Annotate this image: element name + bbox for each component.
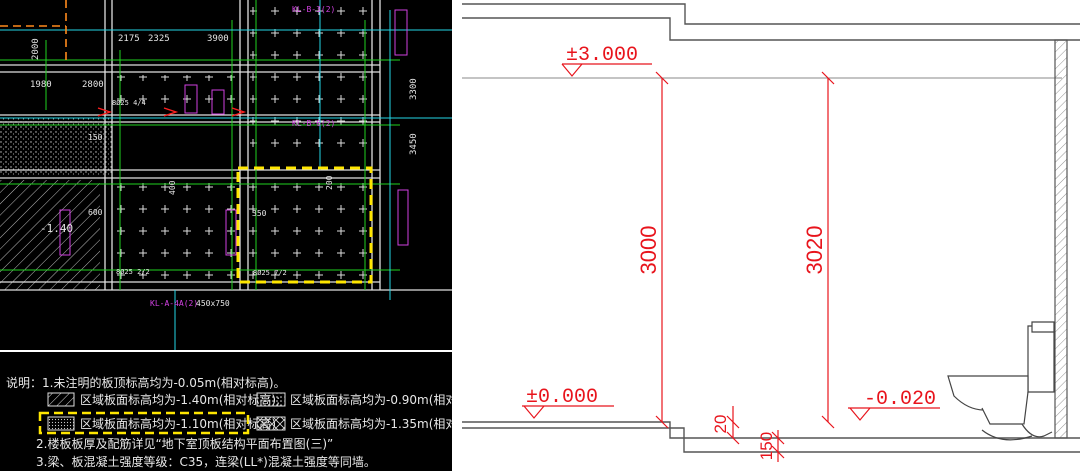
highlight-box — [236, 166, 373, 284]
legend-swatch-fine — [47, 416, 75, 431]
region-elevation: -1.40 — [40, 222, 73, 235]
rebar-tag: 8Ø25 7/2 — [253, 269, 287, 277]
magenta-mark — [394, 9, 408, 56]
slab-dim: 200 — [325, 175, 334, 190]
elev-top-triangle — [561, 63, 583, 77]
dimension-tick — [821, 415, 835, 429]
legend-swatch-cross — [256, 416, 286, 431]
elev-toilet-triangle — [849, 407, 871, 421]
legend-text-3: 区域板面标高均为-1.10m(相对标高) — [80, 416, 276, 431]
dimension-tick — [655, 415, 669, 429]
dimension-20: 20 — [711, 415, 730, 434]
beam-size: 450x750 — [196, 299, 230, 308]
section-drawing: ±3.000 ±0.000 -0.020 3000 3020 20 150 — [462, 0, 1080, 471]
legend-text-4: 区域板面标高均为-1.35m(相对标高). — [290, 416, 452, 431]
slab-dim: 400 — [168, 180, 177, 195]
slab-dim: 350 — [252, 209, 267, 218]
dimension-tick — [821, 71, 835, 85]
dimension-tick — [726, 415, 740, 429]
elev-floor-triangle — [523, 405, 545, 419]
toilet-icon — [947, 321, 1055, 441]
slab-area — [110, 170, 240, 280]
rebar-tag: 8Ø25 2/2 — [116, 268, 150, 276]
dim-label: 3300 — [409, 78, 419, 100]
slab-dim: 600 — [88, 208, 103, 217]
legend-text-2: 区域板面标高均为-0.90m(相对标高); — [290, 392, 452, 407]
floor-slab-bottom — [462, 427, 1080, 453]
dotted-region — [0, 118, 112, 176]
dim-label: 2175 — [118, 34, 140, 44]
notes-panel: 说明：1.未注明的板顶标高均为-0.05m(相对标高)。 区域板面标高均为-1.… — [0, 352, 452, 471]
note-line-1: 说明：1.未注明的板顶标高均为-0.05m(相对标高)。 — [6, 375, 286, 390]
beam-label: KL-B-3(2) — [292, 5, 335, 14]
slab-area — [110, 75, 240, 115]
top-slab — [462, 3, 1080, 25]
magenta-mark — [184, 84, 198, 114]
magenta-mark — [211, 89, 225, 115]
dim-label: 3900 — [207, 34, 229, 44]
dim-label: 2800 — [82, 80, 104, 90]
dim-label: 2000 — [31, 38, 41, 60]
elevation-top: ±3.000 — [566, 44, 638, 67]
top-slab-bottom — [462, 17, 1080, 41]
dim-label: 2325 — [148, 34, 170, 44]
slab-area — [250, 0, 380, 160]
dimension-3000: 3000 — [636, 226, 661, 275]
slab-area — [240, 170, 370, 280]
dimension-tick — [771, 431, 785, 445]
red-marker — [163, 107, 179, 117]
red-marker — [97, 107, 113, 117]
dimension-3020: 3020 — [802, 226, 827, 275]
red-marker — [231, 107, 247, 117]
elevation-toilet: -0.020 — [864, 388, 936, 411]
beam-label: KL-B-6(2) — [292, 119, 335, 128]
legend-swatch-dots — [256, 392, 286, 407]
dim-label: 1980 — [30, 80, 52, 90]
magenta-mark — [59, 209, 71, 256]
right-wall — [1054, 39, 1068, 439]
dimension-tick — [726, 431, 740, 445]
elevation-floor: ±0.000 — [526, 386, 598, 409]
slab-dim: 150 — [88, 133, 103, 142]
note-line-3: 3.梁、板混凝土强度等级：C35，连梁(LL*)混凝土强度等同墙。 — [36, 454, 376, 469]
legend-highlight-box — [38, 411, 250, 435]
dimension-tick — [771, 445, 785, 459]
floor-slab-top — [462, 421, 1080, 439]
magenta-mark — [397, 189, 409, 246]
dimension-tick — [655, 71, 669, 85]
structural-plan: 2175 2325 2800 3900 3300 3450 1980 2000 … — [0, 0, 452, 350]
annotation-block — [150, 312, 190, 342]
hatched-region — [0, 180, 100, 290]
dimension-150: 150 — [757, 432, 776, 460]
legend-text-1: 区域板面标高均为-1.40m(相对标高); — [80, 392, 280, 407]
rebar-tag: 8Ø25 4/4 — [112, 99, 146, 107]
note-line-2: 2.楼板板厚及配筋详见“地下室顶板结构平面布置图(三)” — [36, 436, 333, 451]
magenta-mark — [225, 209, 237, 256]
dim-label: 3450 — [409, 133, 419, 155]
beam-label: KL-A-4A(2) — [150, 299, 198, 308]
legend-swatch-hatch — [47, 392, 75, 407]
